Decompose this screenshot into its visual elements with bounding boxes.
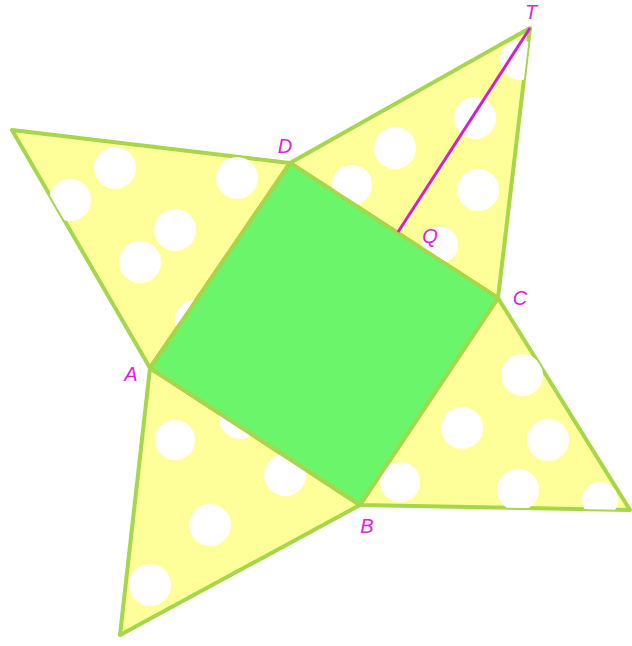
vertex-label: C [513,288,527,308]
vertex-label: T [525,2,537,22]
vertex-label: Q [422,226,438,246]
vertex-label: B [360,516,373,536]
slant-height [398,28,530,232]
square-base [150,163,498,505]
vertex-label: D [278,136,292,156]
vertex-label: A [124,364,137,384]
